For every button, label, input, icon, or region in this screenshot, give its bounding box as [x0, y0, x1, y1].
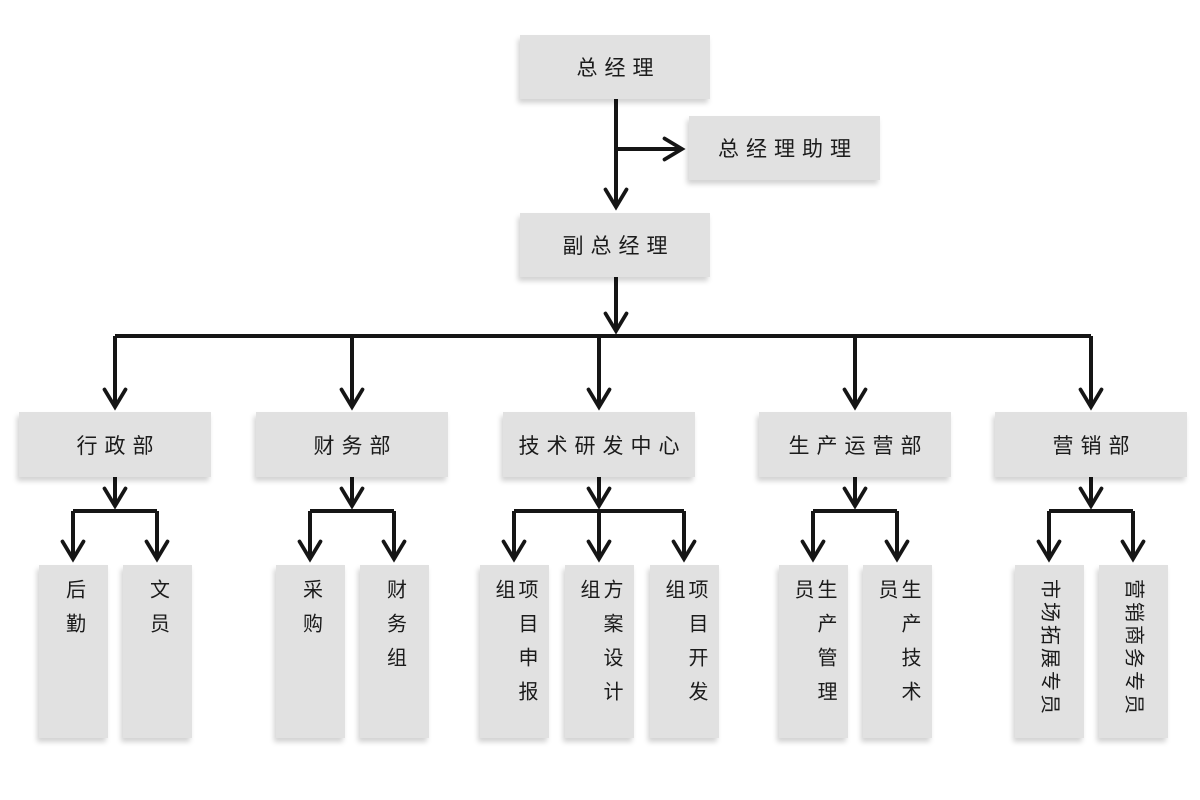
- node-label: 方案设计组: [577, 579, 622, 715]
- node-dept-finance: 财务部: [256, 412, 448, 477]
- node-label: 生产管理员: [791, 579, 836, 715]
- node-label: 财务组: [383, 579, 406, 681]
- node-market-expansion-specialist: 市场拓展专员: [1014, 565, 1084, 738]
- node-production-manager: 生产管理员: [778, 565, 848, 738]
- node-label: 财务部: [313, 434, 398, 458]
- node-dept-rnd-center: 技术研发中心: [503, 412, 695, 477]
- node-label: 生产运营部: [788, 434, 929, 458]
- node-dept-marketing: 营销部: [995, 412, 1187, 477]
- node-label: 行政部: [76, 434, 161, 458]
- node-label: 后勤: [62, 579, 85, 647]
- node-dept-production-operations: 生产运营部: [759, 412, 951, 477]
- node-procurement: 采购: [275, 565, 345, 738]
- node-logistics: 后勤: [38, 565, 108, 738]
- node-label: 营销部: [1052, 434, 1137, 458]
- node-label: 项目申报组: [492, 579, 537, 715]
- node-clerk: 文员: [122, 565, 192, 738]
- node-label: 副总经理: [562, 235, 675, 258]
- node-label: 技术研发中心: [518, 434, 687, 458]
- node-label: 总经理: [576, 57, 661, 80]
- node-gm-assistant: 总经理助理: [689, 116, 880, 180]
- node-label: 市场拓展专员: [1038, 579, 1061, 717]
- node-label: 项目开发组: [662, 579, 707, 715]
- node-label: 采购: [299, 579, 322, 647]
- node-label: 文员: [146, 579, 169, 647]
- node-label: 生产技术员: [875, 579, 920, 715]
- node-label: 营销商务专员: [1122, 579, 1145, 717]
- node-production-technician: 生产技术员: [862, 565, 932, 738]
- node-project-application-group: 项目申报组: [479, 565, 549, 738]
- node-project-development-group: 项目开发组: [649, 565, 719, 738]
- node-finance-group: 财务组: [359, 565, 429, 738]
- node-marketing-commerce-specialist: 营销商务专员: [1098, 565, 1168, 738]
- node-scheme-design-group: 方案设计组: [564, 565, 634, 738]
- node-general-manager: 总经理: [520, 35, 710, 99]
- node-dept-administration: 行政部: [19, 412, 211, 477]
- node-label: 总经理助理: [718, 138, 858, 161]
- node-deputy-general-manager: 副总经理: [520, 213, 710, 277]
